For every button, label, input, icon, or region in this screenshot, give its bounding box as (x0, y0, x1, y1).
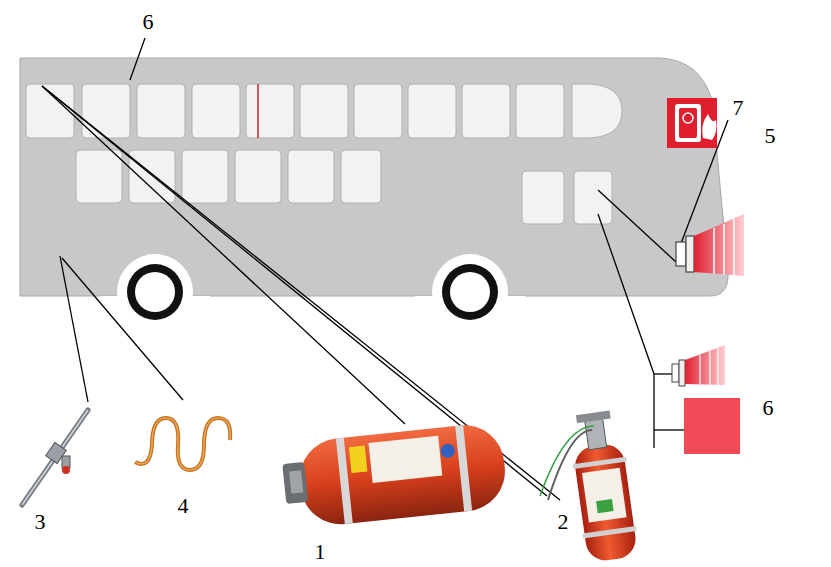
control-panel-icon (684, 398, 740, 454)
callout-number: 4 (178, 495, 189, 517)
agent-cylinder (280, 421, 509, 530)
callout-number: 2 (558, 511, 569, 533)
callout-number: 6 (763, 397, 774, 419)
extinguisher (540, 409, 638, 563)
sounder-icon (672, 345, 725, 386)
callout-number: 5 (765, 125, 776, 147)
detection-tube (135, 418, 230, 470)
alarm-sign-icon (667, 98, 717, 148)
callout-number: 6 (143, 11, 154, 33)
leader-lines (42, 38, 728, 500)
sounder-icon (676, 214, 744, 276)
callout-number: 3 (35, 511, 46, 533)
callout-number: 1 (315, 541, 326, 563)
callout-number: 7 (733, 97, 744, 119)
bus-silhouette (20, 58, 728, 336)
nozzle (22, 410, 88, 505)
